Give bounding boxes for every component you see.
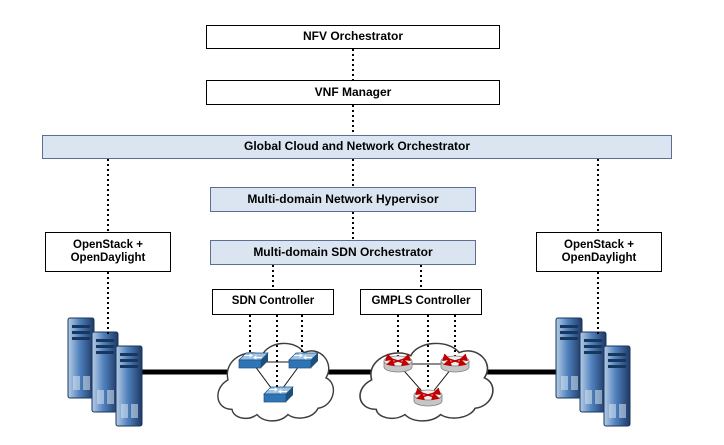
nfv-orchestrator-label: NFV Orchestrator (302, 29, 404, 44)
sdn-orchestrator-box: Multi-domain SDN Orchestrator (210, 240, 476, 265)
vnf-manager-label: VNF Manager (314, 84, 392, 99)
openstack-right-line1: OpenStack + (564, 238, 634, 251)
global-orchestrator-box: Global Cloud and Network Orchestrator (42, 135, 672, 159)
nfv-orchestrator-box: NFV Orchestrator (206, 25, 500, 49)
gmpls-router-icon (441, 356, 469, 372)
vnf-manager-box: VNF Manager (206, 80, 500, 105)
global-orchestrator-label: Global Cloud and Network Orchestrator (243, 139, 471, 154)
openstack-left-line1: OpenStack + (73, 238, 143, 251)
cloud-icon (359, 342, 494, 422)
gmpls-router-icon (414, 390, 442, 406)
server-rack-icon (67, 317, 143, 427)
server-rack-icon (555, 317, 631, 427)
gmpls-controller-label: GMPLS Controller (371, 295, 471, 308)
openstack-opendaylight-left-box: OpenStack + OpenDaylight (45, 232, 171, 272)
sdn-controller-box: SDN Controller (212, 289, 334, 315)
gmpls-router-icon (384, 356, 412, 372)
openstack-right-line2: OpenDaylight (561, 252, 637, 264)
sdn-controller-label: SDN Controller (231, 295, 315, 308)
openstack-left-line2: OpenDaylight (70, 252, 146, 264)
control-connectors (107, 49, 599, 392)
network-hypervisor-label: Multi-domain Network Hypervisor (247, 191, 439, 206)
gmpls-controller-box: GMPLS Controller (360, 289, 482, 315)
openstack-opendaylight-right-box: OpenStack + OpenDaylight (536, 232, 662, 272)
sdn-orchestrator-label: Multi-domain SDN Orchestrator (253, 244, 433, 259)
network-hypervisor-box: Multi-domain Network Hypervisor (210, 187, 476, 212)
